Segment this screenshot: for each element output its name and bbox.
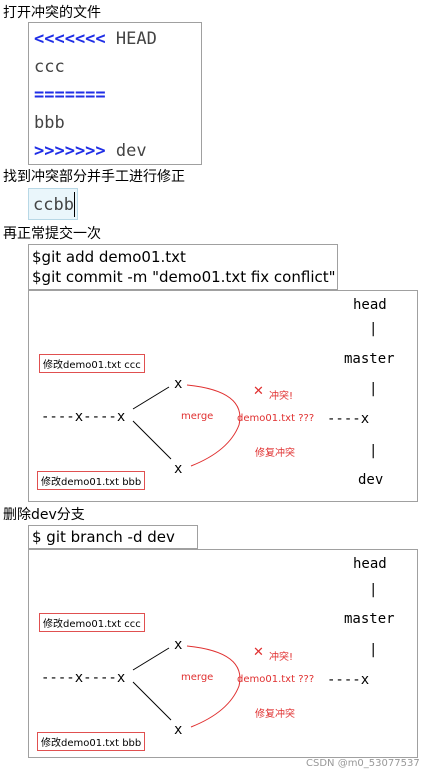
branch-diagram-2: head | master | ----x 修改demo01.txt ccc 修…	[28, 549, 418, 758]
command-git-commit: $git commit -m "demo01.txt fix conflict"	[32, 268, 336, 286]
fixed-content-text: ccbb	[33, 195, 74, 215]
branch-diagram-1: head | master | ----x | dev 修改demo01.txt…	[28, 290, 418, 502]
left2-chain: ----x----x	[41, 670, 126, 686]
conflict-icon: ✕	[253, 384, 264, 399]
label-master: master	[344, 351, 395, 367]
text-cursor	[74, 192, 75, 217]
label2-conflict: 冲突!	[269, 652, 294, 663]
label2-master: master	[344, 611, 395, 627]
label-conflict: 冲突!	[269, 391, 294, 402]
conflict-separator: =======	[34, 85, 106, 105]
merge2-curve	[186, 645, 241, 728]
conflict-line-bbb: bbb	[34, 113, 65, 133]
branch-line-up	[132, 386, 170, 410]
arrow-head-master: |	[369, 321, 378, 337]
label-merge: merge	[181, 411, 214, 422]
branch2-line-down	[132, 681, 172, 721]
tag-modify-ccc: 修改demo01.txt ccc	[39, 354, 145, 373]
command-git-add: $git add demo01.txt	[32, 248, 186, 266]
watermark: CSDN @m0_53077537	[306, 758, 420, 769]
arrow2-head-master: |	[369, 582, 378, 598]
conflict-line-ccc: ccc	[34, 57, 65, 77]
step2-title: 找到冲突部分并手工进行修正	[3, 169, 185, 185]
conflict-file-box: <<<<<<< HEAD ccc ======= bbb >>>>>>> dev	[28, 22, 202, 165]
tag2-modify-bbb: 修改demo01.txt bbb	[37, 732, 146, 751]
delete-branch-box: $ git branch -d dev	[28, 525, 198, 549]
fixed-content-box[interactable]: ccbb	[28, 188, 78, 220]
tag2-modify-ccc: 修改demo01.txt ccc	[39, 613, 145, 632]
label-head: head	[353, 297, 387, 313]
node2-top: x	[174, 637, 183, 653]
conflict2-icon: ✕	[253, 645, 264, 660]
node-top: x	[174, 376, 183, 392]
conflict-head-label: HEAD	[115, 29, 157, 49]
node2-bottom: x	[174, 722, 183, 738]
node-bottom: x	[174, 461, 183, 477]
conflict-dev-label: dev	[115, 141, 147, 161]
label-dev: dev	[358, 472, 384, 488]
label-file-q: demo01.txt ???	[237, 413, 315, 424]
label-fix: 修复冲突	[255, 448, 295, 459]
commit-commands-box: $git add demo01.txt $git commit -m "demo…	[28, 244, 338, 290]
command-branch-delete: $ git branch -d dev	[32, 528, 175, 546]
right-chain: ----x	[327, 411, 370, 427]
merge-curve	[186, 384, 241, 467]
label2-fix: 修复冲突	[255, 709, 295, 720]
branch-line-down	[132, 420, 172, 460]
arrow-master-node: |	[369, 381, 378, 397]
label2-merge: merge	[181, 672, 214, 683]
step3-title: 再正常提交一次	[3, 226, 101, 242]
conflict-marker-end: >>>>>>>	[34, 141, 106, 161]
conflict-marker-start: <<<<<<<	[34, 29, 106, 49]
left-chain: ----x----x	[41, 409, 126, 425]
step4-title: 删除dev分支	[3, 507, 85, 523]
tag-modify-bbb: 修改demo01.txt bbb	[37, 471, 146, 490]
arrow-dev-node: |	[369, 443, 378, 459]
arrow2-master-node: |	[369, 642, 378, 658]
label2-head: head	[353, 556, 387, 572]
right2-chain: ----x	[327, 672, 370, 688]
step1-title: 打开冲突的文件	[3, 5, 101, 21]
branch2-line-up	[132, 647, 170, 671]
diagram1-lines	[132, 384, 241, 467]
diagram2-lines	[132, 645, 241, 728]
label2-file-q: demo01.txt ???	[237, 674, 315, 685]
